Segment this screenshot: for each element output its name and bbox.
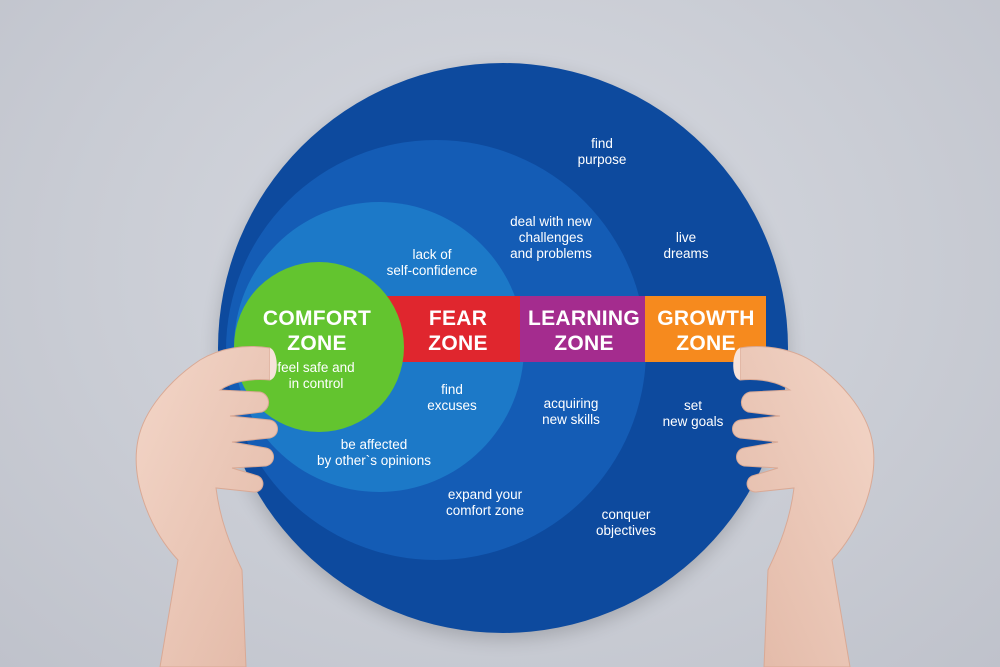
fear-zone-band — [385, 296, 525, 362]
note-line: new goals — [662, 414, 724, 429]
note-line: comfort zone — [445, 503, 525, 518]
growth-zone-note-dreams: live dreams — [648, 230, 724, 262]
right-hand-icon — [732, 346, 875, 667]
note-line: new skills — [542, 412, 600, 427]
note-line: and problems — [510, 246, 592, 261]
learning-zone-note-skills: acquiring new skills — [526, 396, 616, 428]
growth-zone-title-line1: GROWTH — [657, 307, 755, 330]
note-line: feel safe and — [277, 360, 355, 375]
note-line: expand your — [447, 487, 523, 502]
learning-zone-title-line1: LEARNING — [527, 307, 641, 330]
note-line: deal with new — [510, 214, 592, 229]
note-line: purpose — [577, 152, 627, 167]
note-line: set — [683, 398, 702, 413]
fear-zone-title-line1: FEAR — [428, 307, 488, 330]
note-line: in control — [288, 376, 344, 391]
comfort-zone-title: COMFORT ZONE — [242, 306, 392, 356]
comfort-zone-title-line1: COMFORT — [262, 307, 372, 330]
fear-zone-note-opinions: be affected by other`s opinions — [306, 437, 442, 469]
learning-zone-title-line2: ZONE — [554, 332, 614, 355]
comfort-zone-note: feel safe and in control — [266, 360, 366, 392]
note-line: by other`s opinions — [316, 453, 432, 468]
learning-zone-note-challenges: deal with new challenges and problems — [492, 214, 610, 262]
left-hand-icon — [135, 346, 278, 667]
fear-zone-note-excuses: find excuses — [412, 382, 492, 414]
note-line: lack of — [412, 247, 452, 262]
growth-zone-title-line2: ZONE — [676, 332, 736, 355]
note-line: find — [591, 136, 613, 151]
growth-zone-title: GROWTH ZONE — [647, 306, 765, 356]
note-line: challenges — [518, 230, 584, 245]
note-line: self-confidence — [386, 263, 478, 278]
learning-zone-title: LEARNING ZONE — [522, 306, 646, 356]
growth-zone-note-purpose: find purpose — [562, 136, 642, 168]
note-line: acquiring — [543, 396, 599, 411]
learning-zone-note-expand: expand your comfort zone — [432, 487, 538, 519]
note-line: conquer — [601, 507, 651, 522]
learning-zone-band — [520, 296, 646, 362]
fear-zone-title: FEAR ZONE — [395, 306, 521, 356]
growth-zone-note-objectives: conquer objectives — [580, 507, 672, 539]
fear-zone-title-line2: ZONE — [428, 332, 488, 355]
note-line: dreams — [663, 246, 709, 261]
note-line: find — [441, 382, 463, 397]
note-line: live — [675, 230, 697, 245]
note-line: excuses — [427, 398, 477, 413]
growth-zone-note-goals: set new goals — [648, 398, 738, 430]
note-line: objectives — [595, 523, 657, 538]
comfort-zone-title-line2: ZONE — [287, 332, 347, 355]
fear-zone-note-confidence: lack of self-confidence — [372, 247, 492, 279]
note-line: be affected — [340, 437, 408, 452]
